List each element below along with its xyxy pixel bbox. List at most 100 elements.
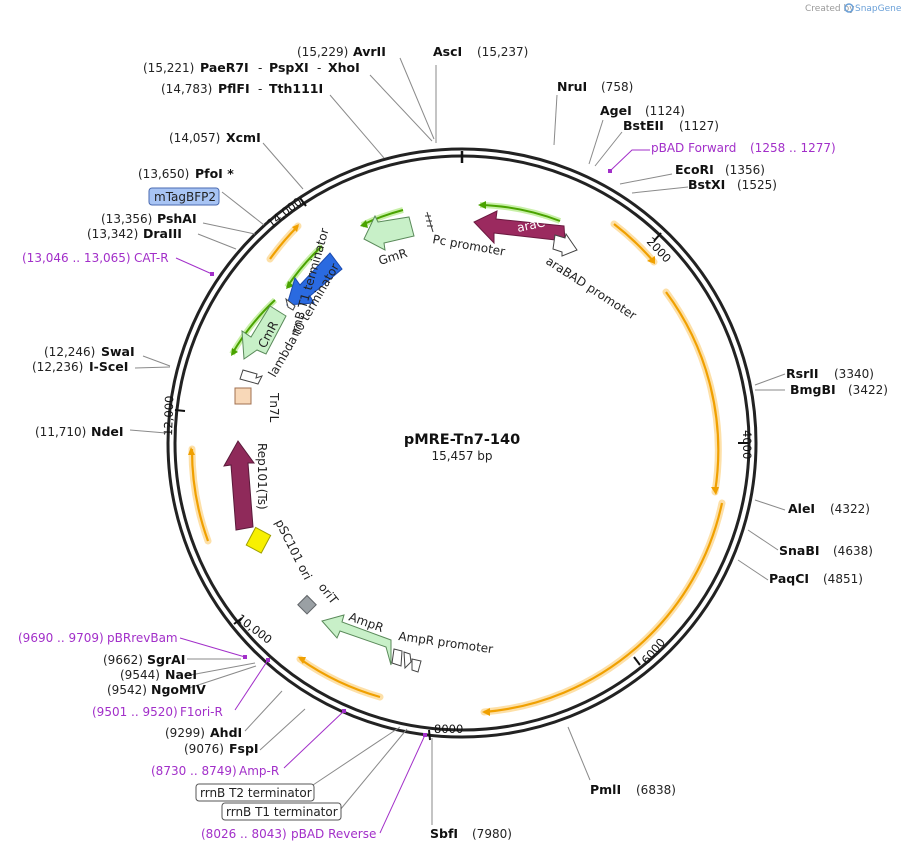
enzyme-avrii-name: AvrII — [353, 44, 386, 59]
credit-brand: SnapGene — [855, 4, 902, 14]
leader-lines — [129, 57, 786, 825]
enzyme-naei-name: NaeI — [165, 667, 197, 682]
enzyme-snabi-name: SnaBI — [779, 543, 820, 558]
enzyme-bstxi-name: BstXI — [688, 177, 725, 192]
primer-pbad-reverse-name: pBAD Reverse — [291, 827, 376, 841]
enzyme-xcmi-pos: (14,057) — [169, 131, 220, 145]
enzyme-rsrii-pos: (3340) — [834, 367, 874, 381]
enzyme-xcmi-name: XcmI — [226, 130, 261, 145]
rrnb-t1-marker — [239, 369, 263, 385]
enzyme-fspi-name: FspI — [229, 741, 259, 756]
enzyme-ahdi-name: AhdI — [210, 725, 242, 740]
primer-pbad-forward-name: pBAD Forward — [651, 141, 736, 155]
enzyme-ndei-name: NdeI — [91, 424, 124, 439]
primer-amp-r-range: (8730 .. 8749) — [151, 764, 237, 778]
enzyme-ecori-pos: (1356) — [725, 163, 765, 177]
primer-pbad-reverse-range: (8026 .. 8043) — [201, 827, 287, 841]
arac-label: araC — [516, 215, 546, 235]
mtagbfp2-label: mTagBFP2 — [154, 190, 216, 204]
orf-arcs — [188, 220, 726, 716]
enzyme-pshai-pos: (13,356) — [101, 212, 152, 226]
primer-pbrrevbam-name: pBRrevBam — [107, 631, 178, 645]
enzyme-xhoi-name: XhoI — [328, 60, 360, 75]
enzyme-nrui-pos: (758) — [601, 80, 633, 94]
enzyme-paer7i-name: PaeR7I — [200, 60, 249, 75]
ampr-promoter-marker-1 — [391, 648, 403, 667]
orit-box — [297, 594, 317, 615]
arac-arrow — [473, 210, 566, 245]
enzyme-pshai-name: PshAI — [157, 211, 197, 226]
enzyme-pflfi-name: PflFI — [218, 81, 250, 96]
credit-prefix: Created by — [805, 4, 855, 14]
enzyme-pfoi-name: PfoI * — [195, 166, 234, 181]
primer-pbad-forward-range: (1258 .. 1277) — [750, 141, 836, 155]
enzyme-paer7i-sep1: - — [258, 61, 262, 75]
psc101-ori-box — [245, 526, 272, 554]
gmr-arrow — [363, 214, 415, 251]
backbone-outer-ring — [166, 147, 758, 739]
rrnb-t2-terminator-box: rrnB T2 terminator — [195, 783, 315, 802]
enzyme-pflfi-pos: (14,783) — [161, 82, 212, 96]
enzyme-avrii-pos: (15,229) — [297, 45, 348, 59]
enzyme-pspxi-name: PspXI — [269, 60, 309, 75]
psc101-ori-label: pSC101 ori — [272, 517, 314, 582]
ampr-arrow — [321, 614, 392, 666]
enzyme-fspi-pos: (9076) — [184, 742, 224, 756]
enzyme-paqci-pos: (4851) — [823, 572, 863, 586]
primer-f1ori-r-range: (9501 .. 9520) — [92, 705, 178, 719]
plasmid-size: 15,457 bp — [431, 449, 492, 463]
tick-marks — [174, 197, 748, 741]
enzyme-sgrai-pos: (9662) — [103, 653, 143, 667]
enzyme-draiii-pos: (13,342) — [87, 227, 138, 241]
enzyme-agei-name: AgeI — [600, 103, 632, 118]
enzyme-paqci-name: PaqCI — [769, 571, 809, 586]
enzyme-ecori-name: EcoRI — [675, 162, 714, 177]
enzyme-paer7i-sep2: - — [317, 61, 321, 75]
enzyme-pflfi-sep1: - — [258, 82, 262, 96]
enzyme-ngomiv-name: NgoMIV — [151, 682, 206, 697]
tn7l-label: Tn7L — [267, 392, 281, 423]
ampr-promoter-marker-2 — [403, 651, 412, 670]
primer-markers — [210, 169, 612, 737]
enzyme-swai-name: SwaI — [101, 344, 135, 359]
pc-promoter-marker — [425, 211, 434, 233]
primer-cat-r-range: (13,046 .. 13,065) — [22, 251, 131, 265]
rep101-label: Rep101(Ts) — [255, 443, 269, 510]
snapgene-logo-icon — [844, 3, 854, 13]
enzyme-naei-pos: (9544) — [120, 668, 160, 682]
primer-amp-r-name: Amp-R — [239, 764, 279, 778]
primer-cat-r-name: CAT-R — [134, 251, 169, 265]
primer-f1ori-r-name: F1ori-R — [180, 705, 223, 719]
tick-label-12000: 12,000 — [161, 395, 176, 436]
rrnb-t1-terminator-label: rrnB T1 terminator — [226, 805, 338, 819]
enzyme-alei-pos: (4322) — [830, 502, 870, 516]
enzyme-alei-name: AleI — [788, 501, 815, 516]
enzyme-ahdi-pos: (9299) — [165, 726, 205, 740]
enzyme-scei-pos: (12,236) — [32, 360, 83, 374]
enzyme-asci-name: AscI — [433, 44, 462, 59]
primer-pbrrevbam-range: (9690 .. 9709) — [18, 631, 104, 645]
tick-label-4000: 4000 — [740, 430, 754, 459]
enzyme-bstxi-pos: (1525) — [737, 178, 777, 192]
enzyme-rsrii-name: RsrII — [786, 366, 819, 381]
rrnb-t2-terminator-label: rrnB T2 terminator — [200, 786, 312, 800]
enzyme-bmgbi-name: BmgBI — [790, 382, 836, 397]
enzyme-paer7i-pos: (15,221) — [143, 61, 194, 75]
enzyme-scei-name: I-SceI — [89, 359, 128, 374]
enzyme-sbfi-name: SbfI — [430, 826, 458, 841]
pc-promoter-label: Pc promoter — [431, 232, 506, 259]
tick-label-8000: 8000 — [434, 722, 463, 736]
enzyme-sbfi-pos: (7980) — [472, 827, 512, 841]
enzyme-snabi-pos: (4638) — [833, 544, 873, 558]
enzyme-sgrai-name: SgrAI — [147, 652, 185, 667]
rrnb-t1-terminator-box: rrnB T1 terminator — [221, 802, 342, 821]
enzyme-bmgbi-pos: (3422) — [848, 383, 888, 397]
enzyme-bsteii-name: BstEII — [623, 118, 664, 133]
enzyme-ndei-pos: (11,710) — [35, 425, 86, 439]
plasmid-name: pMRE-Tn7-140 — [404, 432, 520, 448]
enzyme-swai-pos: (12,246) — [44, 345, 95, 359]
ampr-promoter-label: AmpR promoter — [398, 629, 494, 656]
arabad-promoter-arrow — [552, 232, 578, 257]
rep101-arrow — [223, 440, 255, 531]
